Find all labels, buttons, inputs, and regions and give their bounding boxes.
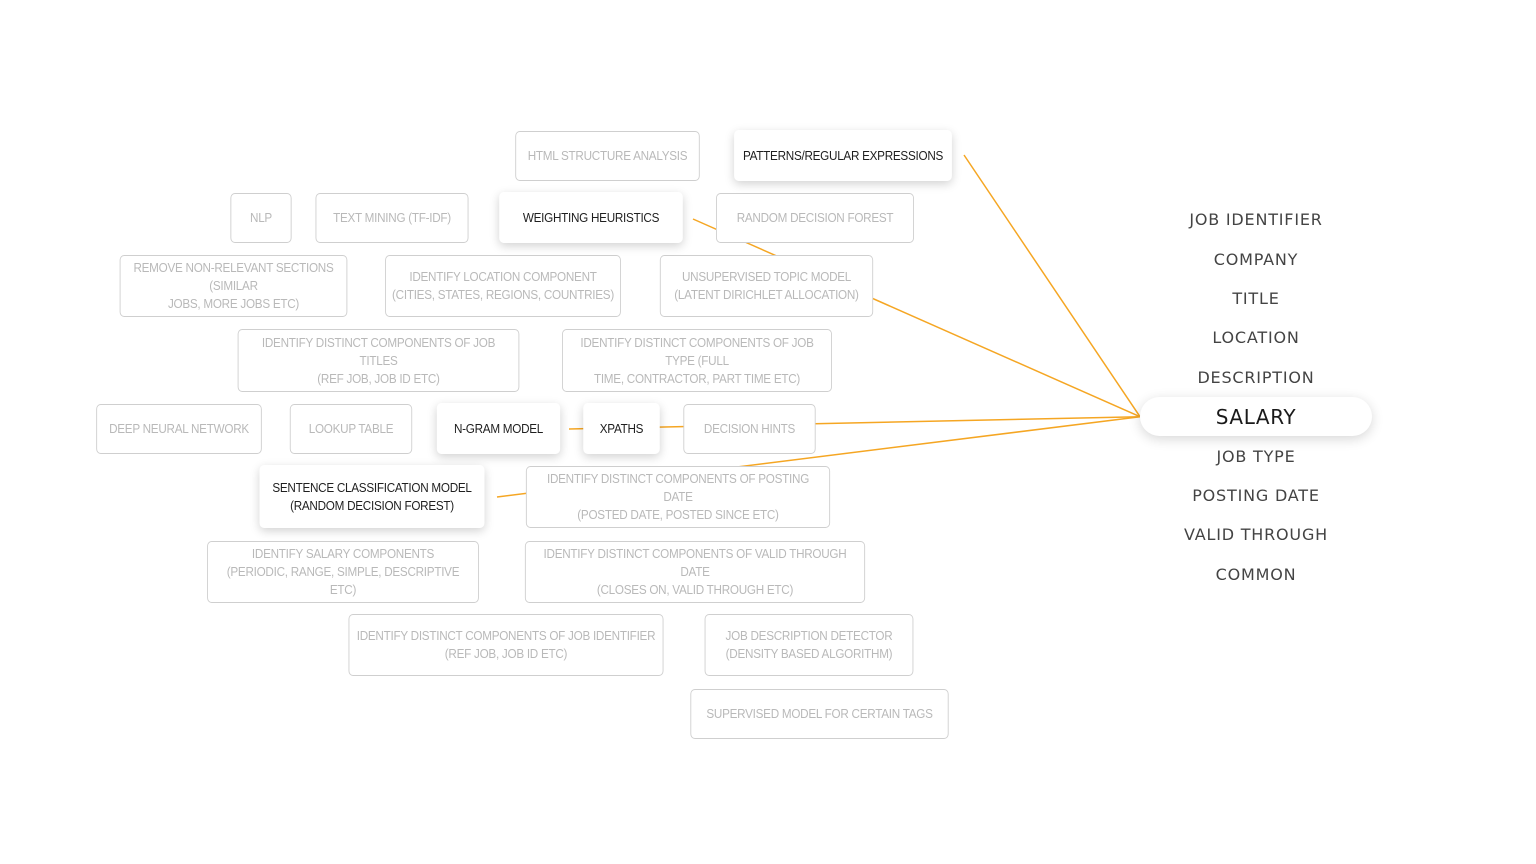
technique-valid-through-components[interactable]: IDENTIFY DISTINCT COMPONENTS OF VALID TH… [524,541,866,603]
field-job-identifier[interactable]: JOB IDENTIFIER [1189,210,1323,230]
technique-job-identifier-components[interactable]: IDENTIFY DISTINCT COMPONENTS OF JOB IDEN… [348,614,664,676]
technique-remove-non-relevant-sections[interactable]: REMOVE NON-RELEVANT SECTIONS (SIMILAR JO… [119,255,348,317]
technique-job-description-detector[interactable]: JOB DESCRIPTION DETECTOR (DENSITY BASED … [704,614,914,676]
technique-n-gram-model[interactable]: N-GRAM MODEL [436,403,561,454]
technique-decision-hints[interactable]: DECISION HINTS [683,404,816,454]
technique-sentence-classification-model[interactable]: SENTENCE CLASSIFICATION MODEL (RANDOM DE… [259,465,485,528]
field-common[interactable]: COMMON [1215,564,1297,584]
technique-deep-neural-network[interactable]: DEEP NEURAL NETWORK [96,404,262,454]
field-posting-date[interactable]: POSTING DATE [1192,485,1320,505]
technique-salary-components[interactable]: IDENTIFY SALARY COMPONENTS (PERIODIC, RA… [207,541,479,603]
technique-html-structure-analysis[interactable]: HTML STRUCTURE ANALYSIS [515,131,700,181]
field-list: JOB IDENTIFIER COMPANY TITLE LOCATION DE… [1140,200,1372,594]
technique-random-decision-forest[interactable]: RANDOM DECISION FOREST [716,193,914,243]
field-company[interactable]: COMPANY [1213,249,1299,269]
technique-text-mining-tf-idf[interactable]: TEXT MINING (TF-IDF) [315,193,469,243]
technique-weighting-heuristics[interactable]: WEIGHTING HEURISTICS [499,192,683,243]
field-salary[interactable]: SALARY [1140,396,1372,437]
field-title[interactable]: TITLE [1232,288,1280,308]
technique-unsupervised-topic-model[interactable]: UNSUPERVISED TOPIC MODEL (LATENT DIRICHL… [659,255,874,317]
field-job-type[interactable]: JOB TYPE [1216,446,1296,466]
field-description[interactable]: DESCRIPTION [1197,367,1315,387]
field-valid-through[interactable]: VALID THROUGH [1184,525,1328,545]
connector-patterns-to-salary [963,154,1141,418]
technique-identify-location-component[interactable]: IDENTIFY LOCATION COMPONENT (CITIES, STA… [385,255,621,317]
technique-nlp[interactable]: NLP [230,193,292,243]
technique-job-type-components[interactable]: IDENTIFY DISTINCT COMPONENTS OF JOB TYPE… [562,329,832,392]
technique-supervised-model[interactable]: SUPERVISED MODEL FOR CERTAIN TAGS [690,689,949,739]
technique-posting-date-components[interactable]: IDENTIFY DISTINCT COMPONENTS OF POSTING … [525,466,831,528]
technique-xpaths[interactable]: XPATHS [583,403,660,454]
technique-lookup-table[interactable]: LOOKUP TABLE [289,404,413,454]
field-location[interactable]: LOCATION [1212,328,1300,348]
technique-patterns-regular-expressions[interactable]: PATTERNS/REGULAR EXPRESSIONS [734,130,952,181]
technique-job-title-components[interactable]: IDENTIFY DISTINCT COMPONENTS OF JOB TITL… [237,329,520,392]
